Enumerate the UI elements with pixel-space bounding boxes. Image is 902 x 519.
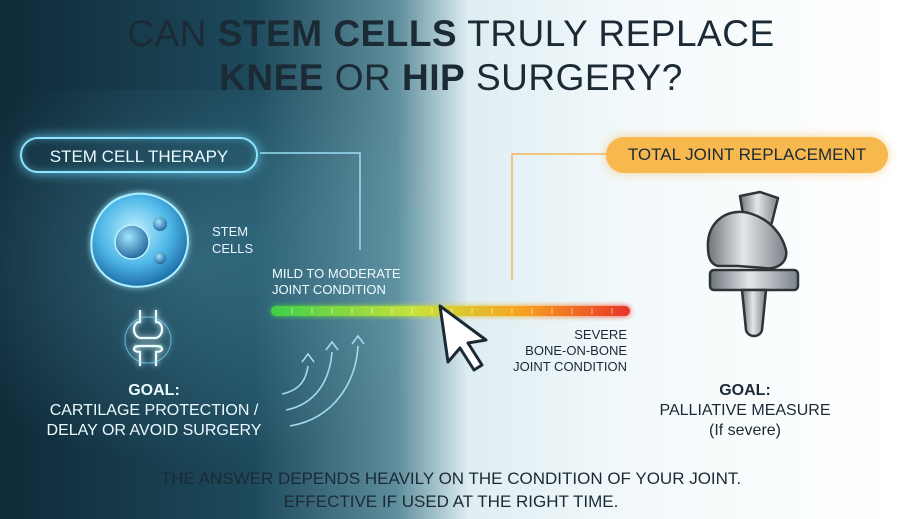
stem-cell-goal: GOAL: CARTILAGE PROTECTION / DELAY OR AV… [46, 382, 262, 439]
title-line-2: KNEE OR HIP SURGERY? [219, 57, 683, 98]
right-connector-line [511, 153, 606, 280]
left-glow-background [0, 90, 470, 470]
stem-cells-label: STEM CELLS [212, 224, 254, 256]
left-connector-line [260, 152, 361, 250]
title-line-1: CAN STEM CELLS TRULY REPLACE [127, 13, 775, 54]
joint-replacement-goal: GOAL: PALLIATIVE MEASURE (If severe) [659, 382, 831, 439]
stem-cell-therapy-header: STEM CELL THERAPY [20, 137, 258, 173]
severity-scale [271, 306, 630, 316]
severe-label: SEVERE BONE-ON-BONE JOINT CONDITION [513, 327, 627, 374]
knee-joint-icon [124, 310, 172, 366]
stem-cell-icon [90, 192, 189, 288]
mild-to-moderate-label: MILD TO MODERATE JOINT CONDITION [272, 266, 401, 297]
cursor-arrow-icon [438, 304, 488, 372]
footer-line-2: EFFECTIVE IF USED AT THE RIGHT TIME. [283, 492, 619, 511]
knee-implant-icon [706, 190, 800, 338]
total-joint-replacement-header: TOTAL JOINT REPLACEMENT [606, 137, 888, 173]
upward-arrows [281, 334, 365, 427]
footer-line-1: THE ANSWER DEPENDS HEAVILY ON THE CONDIT… [160, 469, 742, 488]
